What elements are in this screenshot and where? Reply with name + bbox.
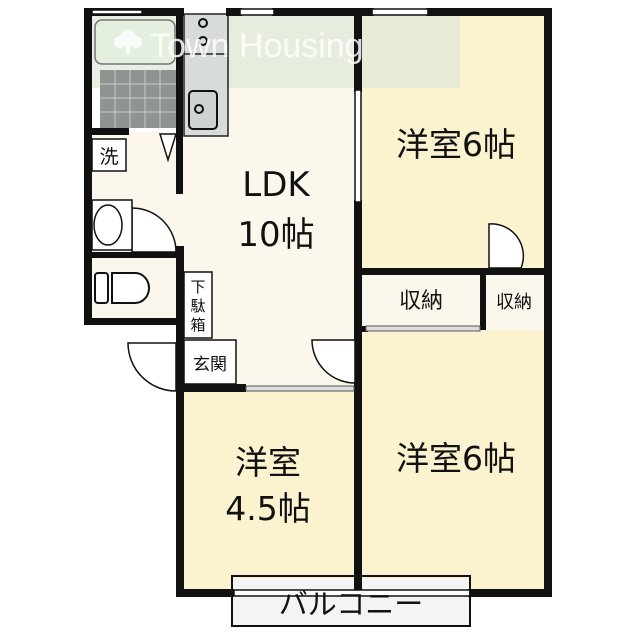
sliding-door[interactable] [365, 325, 481, 332]
room-bottom-left-name: 洋室 [235, 443, 301, 482]
balcony-label: バルコニー [279, 587, 423, 621]
room-bottom-left-floor [178, 390, 360, 592]
door-swing [311, 339, 356, 384]
stove-burner-icon [198, 18, 208, 28]
room-bottom-left-size: 4.5帖 [225, 489, 310, 528]
sliding-door[interactable] [245, 385, 355, 392]
ldk-size: 10帖 [237, 215, 314, 255]
watermark-text: Town Housing [150, 27, 364, 65]
door-swing [131, 207, 177, 253]
door-swing [158, 133, 178, 163]
washbasin-bowl-icon [93, 204, 123, 246]
door-swing [127, 342, 177, 392]
storage-floor [360, 272, 548, 330]
entrance-label: 玄関 [193, 355, 227, 375]
bath-floor-tiles [100, 70, 176, 128]
tree-logo-icon [114, 30, 142, 54]
stove-burner-icon [198, 36, 208, 46]
washbasin [91, 199, 133, 251]
laundry-label: 洗 [99, 146, 118, 168]
balcony-floor [232, 578, 470, 626]
room-top-right-name: 洋室6帖 [396, 125, 516, 164]
sliding-door[interactable] [354, 89, 362, 203]
storage-left-label: 収納 [399, 289, 443, 314]
ldk-name: LDK [242, 165, 311, 205]
door-swing [488, 223, 525, 269]
toilet-bowl-icon [111, 272, 150, 304]
room-bottom-right-floor [360, 330, 548, 592]
shoe-box-label-2: 駄 [190, 297, 205, 315]
room-bottom-right-name: 洋室6帖 [396, 439, 516, 478]
shoe-box-label-3: 箱 [190, 316, 205, 334]
toilet-tank [94, 272, 109, 304]
storage-right-label: 収納 [496, 292, 532, 313]
shoe-box-label-1: 下 [190, 278, 205, 296]
windows [91, 8, 471, 597]
